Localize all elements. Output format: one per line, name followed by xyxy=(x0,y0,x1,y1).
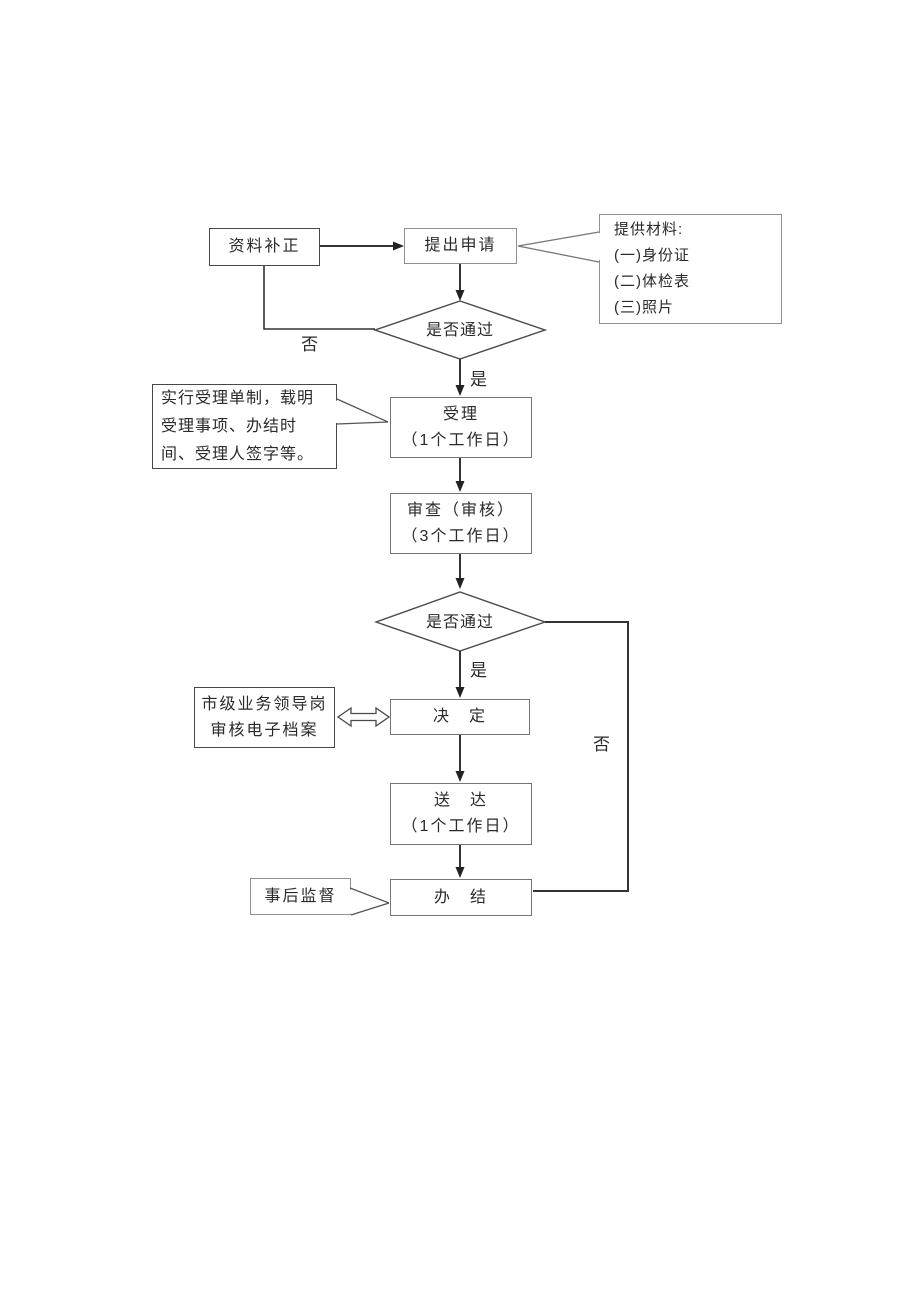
callout-pointer-shouli-note xyxy=(335,398,389,425)
double-arrow-shiji-jueding xyxy=(336,706,391,728)
arrow-tichu-to-decision1 xyxy=(455,264,465,301)
jueding-label: 决 定 xyxy=(432,708,487,725)
shouli-duration: （1个工作日） xyxy=(401,431,521,449)
box-shencha: 审查（审核） （3个工作日） xyxy=(390,493,532,554)
decision2-label: 是否通过 xyxy=(425,614,494,631)
box-banjie: 办 结 xyxy=(390,879,532,916)
box-tichu-shenqing-label: 提出申请 xyxy=(424,237,497,254)
tigong-cailiao-item-1: (一)身份证 xyxy=(614,247,690,264)
shencha-title: 审查（审核） xyxy=(406,501,515,519)
arrow-shencha-to-decision2 xyxy=(455,554,465,589)
tigong-cailiao-item-2: (二)体检表 xyxy=(614,273,690,290)
line-decision2-no-to-banjie xyxy=(533,621,629,892)
shouli-note-text: 实行受理单制，载明受理事项、办结时间、受理人签字等。 xyxy=(161,389,315,463)
box-ziliao-buzheng: 资料补正 xyxy=(209,228,320,266)
callout-pointer-shihou xyxy=(349,887,390,916)
banjie-label: 办 结 xyxy=(433,888,488,906)
box-shiji-note: 市级业务领导岗 审核电子档案 xyxy=(194,687,335,748)
edge-label-no-2: 否 xyxy=(593,735,610,754)
shiji-note-line2: 审核电子档案 xyxy=(210,721,319,739)
box-shihou-jiandu: 事后监督 xyxy=(250,878,351,915)
shihou-jiandu-label: 事后监督 xyxy=(264,887,337,905)
tigong-cailiao-item-3: (三)照片 xyxy=(614,299,674,316)
callout-pointer-cailiao xyxy=(517,231,601,263)
box-tichu-shenqing: 提出申请 xyxy=(404,228,517,264)
box-jueding: 决 定 xyxy=(390,699,530,735)
songda-title: 送 达 xyxy=(433,792,488,809)
box-tigong-cailiao: 提供材料: (一)身份证 (二)体检表 (三)照片 xyxy=(599,214,782,324)
shencha-duration: （3个工作日） xyxy=(401,527,521,545)
arrow-ziliao-to-tichu xyxy=(320,241,404,251)
shouli-title: 受理 xyxy=(442,405,479,423)
box-shouli: 受理 （1个工作日） xyxy=(390,397,532,458)
arrow-shouli-to-shencha xyxy=(455,458,465,492)
arrow-decision2-yes-to-jueding xyxy=(455,651,465,698)
edge-label-yes-2: 是 xyxy=(470,661,487,680)
tigong-cailiao-title: 提供材料: xyxy=(614,221,684,238)
box-shouli-note: 实行受理单制，载明受理事项、办结时间、受理人签字等。 xyxy=(152,384,337,469)
edge-label-no-1: 否 xyxy=(301,335,318,354)
box-songda: 送 达 （1个工作日） xyxy=(390,783,532,845)
edge-label-yes-1: 是 xyxy=(470,370,487,389)
decision1-label: 是否通过 xyxy=(425,322,494,339)
arrow-jueding-to-songda xyxy=(455,735,465,782)
songda-duration: （1个工作日） xyxy=(401,818,521,835)
line-decision1-no-to-ziliao xyxy=(263,266,375,330)
shiji-note-line1: 市级业务领导岗 xyxy=(201,695,328,713)
arrow-decision1-yes-to-shouli xyxy=(455,359,465,396)
arrow-songda-to-banjie xyxy=(455,845,465,878)
box-ziliao-buzheng-label: 资料补正 xyxy=(228,238,301,255)
